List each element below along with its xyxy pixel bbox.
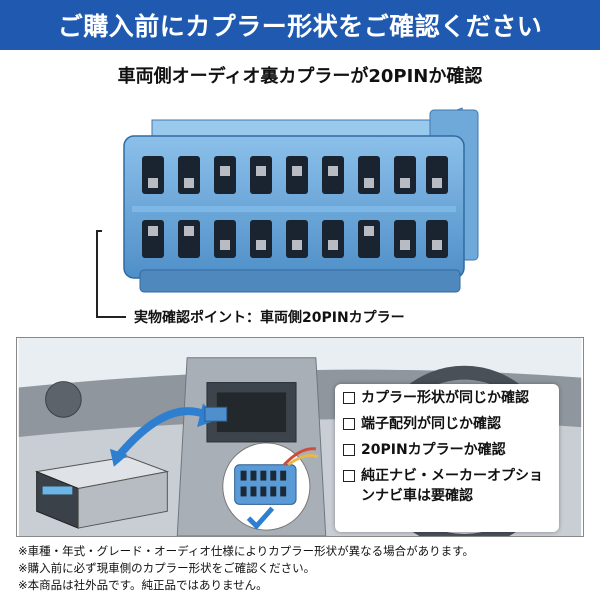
checkbox-icon xyxy=(343,444,355,456)
connector-photo xyxy=(123,107,479,293)
checklist-panel: カプラー形状が同じか確認 端子配列が同じか確認 20PINカプラーか確認 純正ナ… xyxy=(335,384,559,532)
checkbox-icon xyxy=(343,418,355,430)
connector-caption: 実物確認ポイント：車両側20PINカプラー xyxy=(134,310,405,326)
note-line: ※本商品は社外品です。純正品ではありません。 xyxy=(18,578,268,592)
caption-leader-line xyxy=(96,230,102,318)
header-banner: ご購入前にカプラー形状をご確認ください xyxy=(0,0,600,50)
air-vent-left xyxy=(45,381,82,418)
checklist-item: 端子配列が同じか確認 xyxy=(343,414,551,434)
checklist-item: 純正ナビ・メーカーオプションナビ車は要確認 xyxy=(343,466,551,506)
checkbox-icon xyxy=(343,392,355,404)
banner-title: ご購入前にカプラー形状をご確認ください xyxy=(57,12,543,41)
checklist-item: カプラー形状が同じか確認 xyxy=(343,388,551,408)
subtitle: 車両側オーディオ裏カプラーが20PINか確認 xyxy=(117,66,483,87)
pin-row-bottom xyxy=(142,220,448,258)
caption-leader-line-h xyxy=(96,316,126,318)
checkbox-icon xyxy=(343,470,355,482)
checklist-item: 20PINカプラーか確認 xyxy=(343,440,551,460)
install-arrow xyxy=(114,407,209,460)
note-line: ※購入前に必ず現車側のカプラー形状をご確認ください。 xyxy=(18,561,316,575)
checkmark-icon xyxy=(246,506,275,530)
note-line: ※車種・年式・グレード・オーディオ仕様によりカプラー形状が異なる場合があります。 xyxy=(18,544,474,558)
notes: ※車種・年式・グレード・オーディオ仕様によりカプラー形状が異なる場合があります。… xyxy=(18,543,588,594)
pin-row-top xyxy=(142,156,448,194)
head-unit-box xyxy=(34,456,170,529)
